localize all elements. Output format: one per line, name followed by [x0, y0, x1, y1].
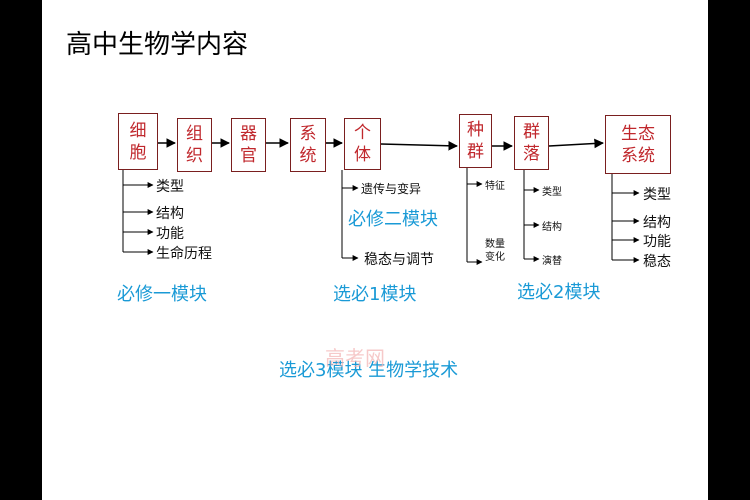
ecosystem-branch-homeostasis: 稳态 [643, 254, 671, 270]
community-branch-structure: 结构 [542, 222, 562, 233]
ecosystem-branch-type: 类型 [643, 187, 671, 203]
module-required-1: 必修一模块 [117, 284, 207, 305]
population-branch-traits: 特征 [485, 181, 505, 192]
individual-branch-homeostasis: 稳态与调节 [364, 252, 434, 268]
community-branch-succession: 演替 [542, 256, 562, 267]
box-cell: 细 胞 [118, 113, 158, 170]
box-tissue: 组 织 [177, 118, 212, 172]
community-branch-type: 类型 [542, 187, 562, 198]
module-elective-1: 选必1模块 [333, 284, 417, 305]
cell-branch-type: 类型 [156, 179, 184, 195]
ecosystem-branch-structure: 结构 [643, 215, 671, 231]
page-title: 高中生物学内容 [66, 30, 249, 60]
box-population: 种 群 [459, 114, 492, 168]
module-elective-3: 选必3模块 生物学技术 [279, 360, 459, 381]
connector-lines [122, 138, 640, 265]
population-branch-dynamics: 数量 变化 [485, 239, 505, 263]
box-individual: 个 体 [344, 118, 381, 170]
box-organ: 器 官 [231, 118, 266, 172]
individual-branch-genetics: 遗传与变异 [361, 182, 422, 196]
cell-branch-function: 功能 [156, 226, 184, 242]
ecosystem-branch-function: 功能 [643, 234, 671, 250]
module-elective-2: 选必2模块 [517, 282, 601, 303]
box-ecosystem: 生态 系统 [605, 115, 671, 174]
branch-lines [122, 168, 640, 265]
cell-branch-lifecycle: 生命历程 [156, 246, 212, 262]
cell-branch-structure: 结构 [156, 206, 184, 222]
module-required-2: 必修二模块 [348, 209, 438, 230]
box-community: 群 落 [514, 116, 549, 170]
watermark: 高考网 [325, 346, 385, 370]
main-arrows [158, 138, 604, 151]
slide: 高中生物学内容 [42, 0, 708, 500]
box-system: 系 统 [290, 118, 326, 172]
